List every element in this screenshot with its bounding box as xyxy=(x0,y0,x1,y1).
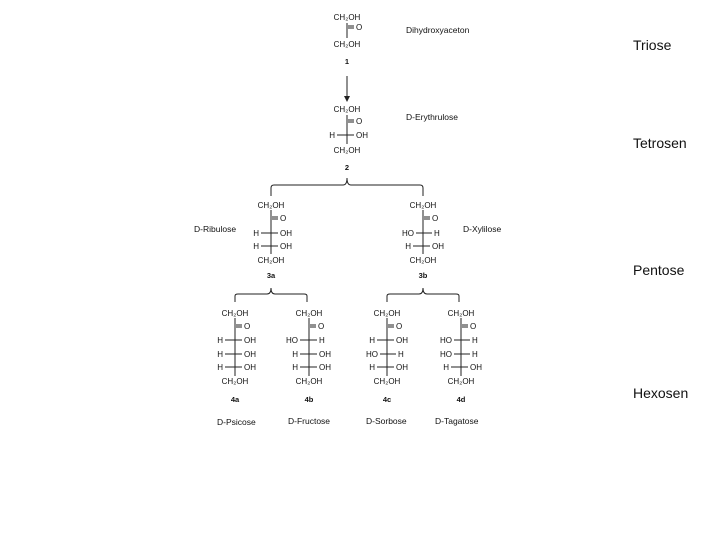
brace-3a-to-hexoses xyxy=(234,287,308,302)
atom-ch2oh-bottom-4d: CH₂OH xyxy=(448,377,475,386)
brace-tetrose-to-pentose xyxy=(270,177,424,196)
compound-number-3a: 3a xyxy=(267,271,276,280)
atom-ch2oh-top-3a: CH₂OH xyxy=(258,201,285,210)
atom-h-4c-c3: H xyxy=(369,336,375,345)
sugar-name-3b: D-Xylilose xyxy=(463,224,502,234)
atom-o-2: O xyxy=(356,117,362,126)
sugar-name-4c: D-Sorbose xyxy=(366,416,407,426)
atom-oh-3a-c4: OH xyxy=(280,242,292,251)
atom-o-1: O xyxy=(356,23,362,32)
atom-ho-4b-c3: HO xyxy=(286,336,298,345)
atom-h-4a-c4: H xyxy=(217,350,223,359)
compound-number-4d: 4d xyxy=(457,395,466,404)
atom-ch2oh-top-2: CH₂OH xyxy=(334,105,361,114)
atom-oh-4c-c3: OH xyxy=(396,336,408,345)
atom-ch2oh-top-4c: CH₂OH xyxy=(374,309,401,318)
atom-h-4b-c5: H xyxy=(292,363,298,372)
atom-oh-3b-c4: OH xyxy=(432,242,444,251)
atom-o-4d: O xyxy=(470,322,476,331)
atom-oh-2: OH xyxy=(356,131,368,140)
atom-ch2oh-bottom-4a: CH₂OH xyxy=(222,377,249,386)
sugar-name-2: D-Erythrulose xyxy=(406,112,458,122)
atom-h-4d-c5: H xyxy=(443,363,449,372)
arrow-head xyxy=(344,96,350,102)
atom-h-3a-c4: H xyxy=(253,242,259,251)
atom-ch2oh-bottom-4c: CH₂OH xyxy=(374,377,401,386)
atom-oh-4a-c3: OH xyxy=(244,336,256,345)
atom-h-3b-c3: H xyxy=(434,229,440,238)
compound-number-1: 1 xyxy=(345,57,349,66)
atom-o-3a: O xyxy=(280,214,286,223)
atom-ch2oh-top-3b: CH₂OH xyxy=(410,201,437,210)
sugar-name-3a: D-Ribulose xyxy=(194,224,237,234)
sugar-name-4d: D-Tagatose xyxy=(435,416,479,426)
atom-oh-4a-c4: OH xyxy=(244,350,256,359)
atom-ch2oh-top-1: CH₂OH xyxy=(334,13,361,22)
compound-number-4c: 4c xyxy=(383,395,391,404)
atom-ho-4d-c4: HO xyxy=(440,350,452,359)
atom-ho-4d-c3: HO xyxy=(440,336,452,345)
atom-oh-4c-c5: OH xyxy=(396,363,408,372)
atom-h-2: H xyxy=(329,131,335,140)
atom-ch2oh-top-4d: CH₂OH xyxy=(448,309,475,318)
atom-h-4a-c5: H xyxy=(217,363,223,372)
atom-ho-4c-c4: HO xyxy=(366,350,378,359)
atom-ch2oh-bottom-3a: CH₂OH xyxy=(258,256,285,265)
sugar-name-4a: D-Psicose xyxy=(217,417,256,427)
brace-3b-to-hexoses xyxy=(386,287,460,302)
category-label-tetrose: Tetrosen xyxy=(633,135,687,151)
compound-number-2: 2 xyxy=(345,163,349,172)
sugar-name-4b: D-Fructose xyxy=(288,416,331,426)
atom-o-4c: O xyxy=(396,322,402,331)
atom-ch2oh-bottom-2: CH₂OH xyxy=(334,146,361,155)
category-label-hexose: Hexosen xyxy=(633,385,689,401)
category-label-triose: Triose xyxy=(633,37,672,53)
compound-number-3b: 3b xyxy=(419,271,428,280)
atom-h-3a-c3: H xyxy=(253,229,259,238)
sugar-name-1: Dihydroxyaceton xyxy=(406,25,470,35)
atom-o-4a: O xyxy=(244,322,250,331)
atom-h-4d-c4: H xyxy=(472,350,478,359)
atom-h-4d-c3: H xyxy=(472,336,478,345)
category-label-pentose: Pentose xyxy=(633,262,685,278)
atom-o-3b: O xyxy=(432,214,438,223)
atom-h-4c-c5: H xyxy=(369,363,375,372)
atom-oh-4b-c5: OH xyxy=(319,363,331,372)
atom-ch2oh-bottom-4b: CH₂OH xyxy=(296,377,323,386)
atom-oh-4a-c5: OH xyxy=(244,363,256,372)
atom-ch2oh-top-4a: CH₂OH xyxy=(222,309,249,318)
atom-ch2oh-top-4b: CH₂OH xyxy=(296,309,323,318)
atom-h-4b-c3: H xyxy=(319,336,325,345)
atom-oh-4b-c4: OH xyxy=(319,350,331,359)
atom-h-4a-c3: H xyxy=(217,336,223,345)
atom-o-4b: O xyxy=(318,322,324,331)
atom-ch2oh-bottom-1: CH₂OH xyxy=(334,40,361,49)
atom-h-4b-c4: H xyxy=(292,350,298,359)
compound-number-4b: 4b xyxy=(305,395,314,404)
atom-ho-3b-c3: HO xyxy=(402,229,414,238)
atom-h-4c-c4: H xyxy=(398,350,404,359)
atom-h-3b-c4: H xyxy=(405,242,411,251)
atom-oh-4d-c5: OH xyxy=(470,363,482,372)
compound-number-4a: 4a xyxy=(231,395,240,404)
atom-ch2oh-bottom-3b: CH₂OH xyxy=(410,256,437,265)
atom-oh-3a-c3: OH xyxy=(280,229,292,238)
